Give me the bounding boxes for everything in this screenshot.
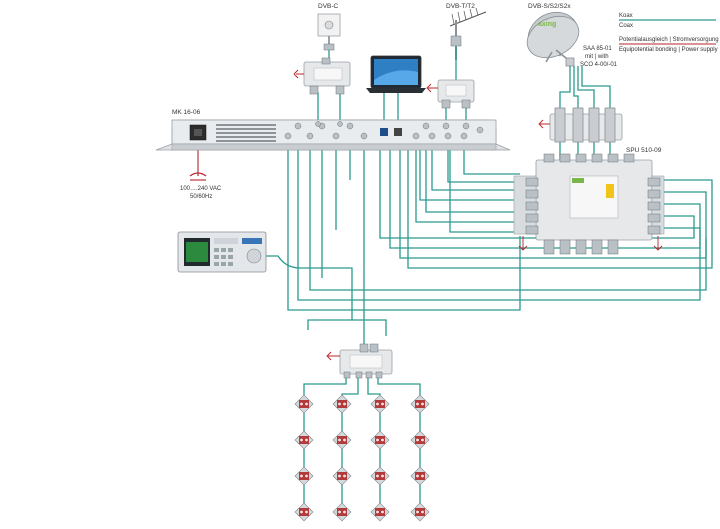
legend-koax: Koax bbox=[619, 13, 633, 19]
network-port bbox=[380, 128, 388, 136]
antenna-outlet-icon bbox=[294, 502, 314, 522]
power-label-frequency: 50/60Hz bbox=[190, 194, 212, 200]
legend-coax: Coax bbox=[619, 23, 633, 29]
network-port bbox=[394, 128, 402, 136]
dish-brand-logo: axing bbox=[538, 21, 556, 28]
svg-text:SCO 4-00/-01: SCO 4-00/-01 bbox=[580, 62, 618, 68]
antenna-outlet-icon bbox=[410, 502, 430, 522]
power-label-voltage: 100….240 VAC bbox=[180, 186, 222, 192]
antenna-outlet-icon bbox=[294, 430, 314, 450]
antenna-outlet-icon bbox=[410, 430, 430, 450]
saa-label: SAA 85-01 mit | with SCO 4-00/-01 bbox=[580, 46, 618, 68]
antenna-outlet-icon bbox=[332, 430, 352, 450]
svg-text:SAA 85-01: SAA 85-01 bbox=[583, 46, 612, 52]
headend-label: MK 16-06 bbox=[172, 109, 201, 116]
multiswitch-spu-510-09 bbox=[513, 153, 665, 255]
antenna-outlet-icon bbox=[370, 466, 390, 486]
antenna-outlet-icon bbox=[332, 394, 352, 414]
multiswitch-amplifier bbox=[538, 107, 623, 143]
measuring-instrument-icon bbox=[177, 231, 267, 273]
svg-text:mit | with: mit | with bbox=[585, 54, 609, 60]
legend: Koax Coax Potentialausgleich | Stromvers… bbox=[619, 13, 719, 53]
dvbt-splitter bbox=[426, 79, 475, 109]
legend-bonding-en: Equipotential bonding | Power supply bbox=[619, 47, 718, 53]
antenna-outlet-icon bbox=[332, 502, 352, 522]
dvbc-wall-socket bbox=[317, 13, 341, 51]
earth-arrow-icon bbox=[293, 69, 304, 79]
dvbs-label: DVB-S/S2/S2x bbox=[528, 3, 571, 10]
antenna-outlet-icon bbox=[370, 502, 390, 522]
legend-bonding: Potentialausgleich | Stromversorgung bbox=[619, 37, 719, 43]
antenna-outlet-icon bbox=[410, 466, 430, 486]
outlet-cables bbox=[303, 408, 421, 512]
satellite-dish-icon: axing bbox=[526, 11, 580, 67]
laptop-icon bbox=[366, 55, 426, 93]
antenna-outlet-icon bbox=[294, 394, 314, 414]
antenna-outlet-icon bbox=[294, 466, 314, 486]
dvbc-label: DVB-C bbox=[318, 3, 339, 10]
multiswitch-label: SPU 510-09 bbox=[626, 147, 662, 154]
antenna-outlet-icon bbox=[370, 394, 390, 414]
antenna-outlet-icon bbox=[370, 430, 390, 450]
dvbt-label: DVB-T/T2 bbox=[446, 3, 475, 10]
distribution-splitter bbox=[326, 343, 393, 379]
headend-mk-16-06 bbox=[155, 119, 511, 151]
antenna-outlet-icon bbox=[410, 394, 430, 414]
antenna-outlet-icon bbox=[332, 466, 352, 486]
dvbc-splitter bbox=[293, 57, 351, 95]
antenna-outlets-grid bbox=[294, 394, 430, 522]
coax-cables bbox=[266, 46, 713, 400]
